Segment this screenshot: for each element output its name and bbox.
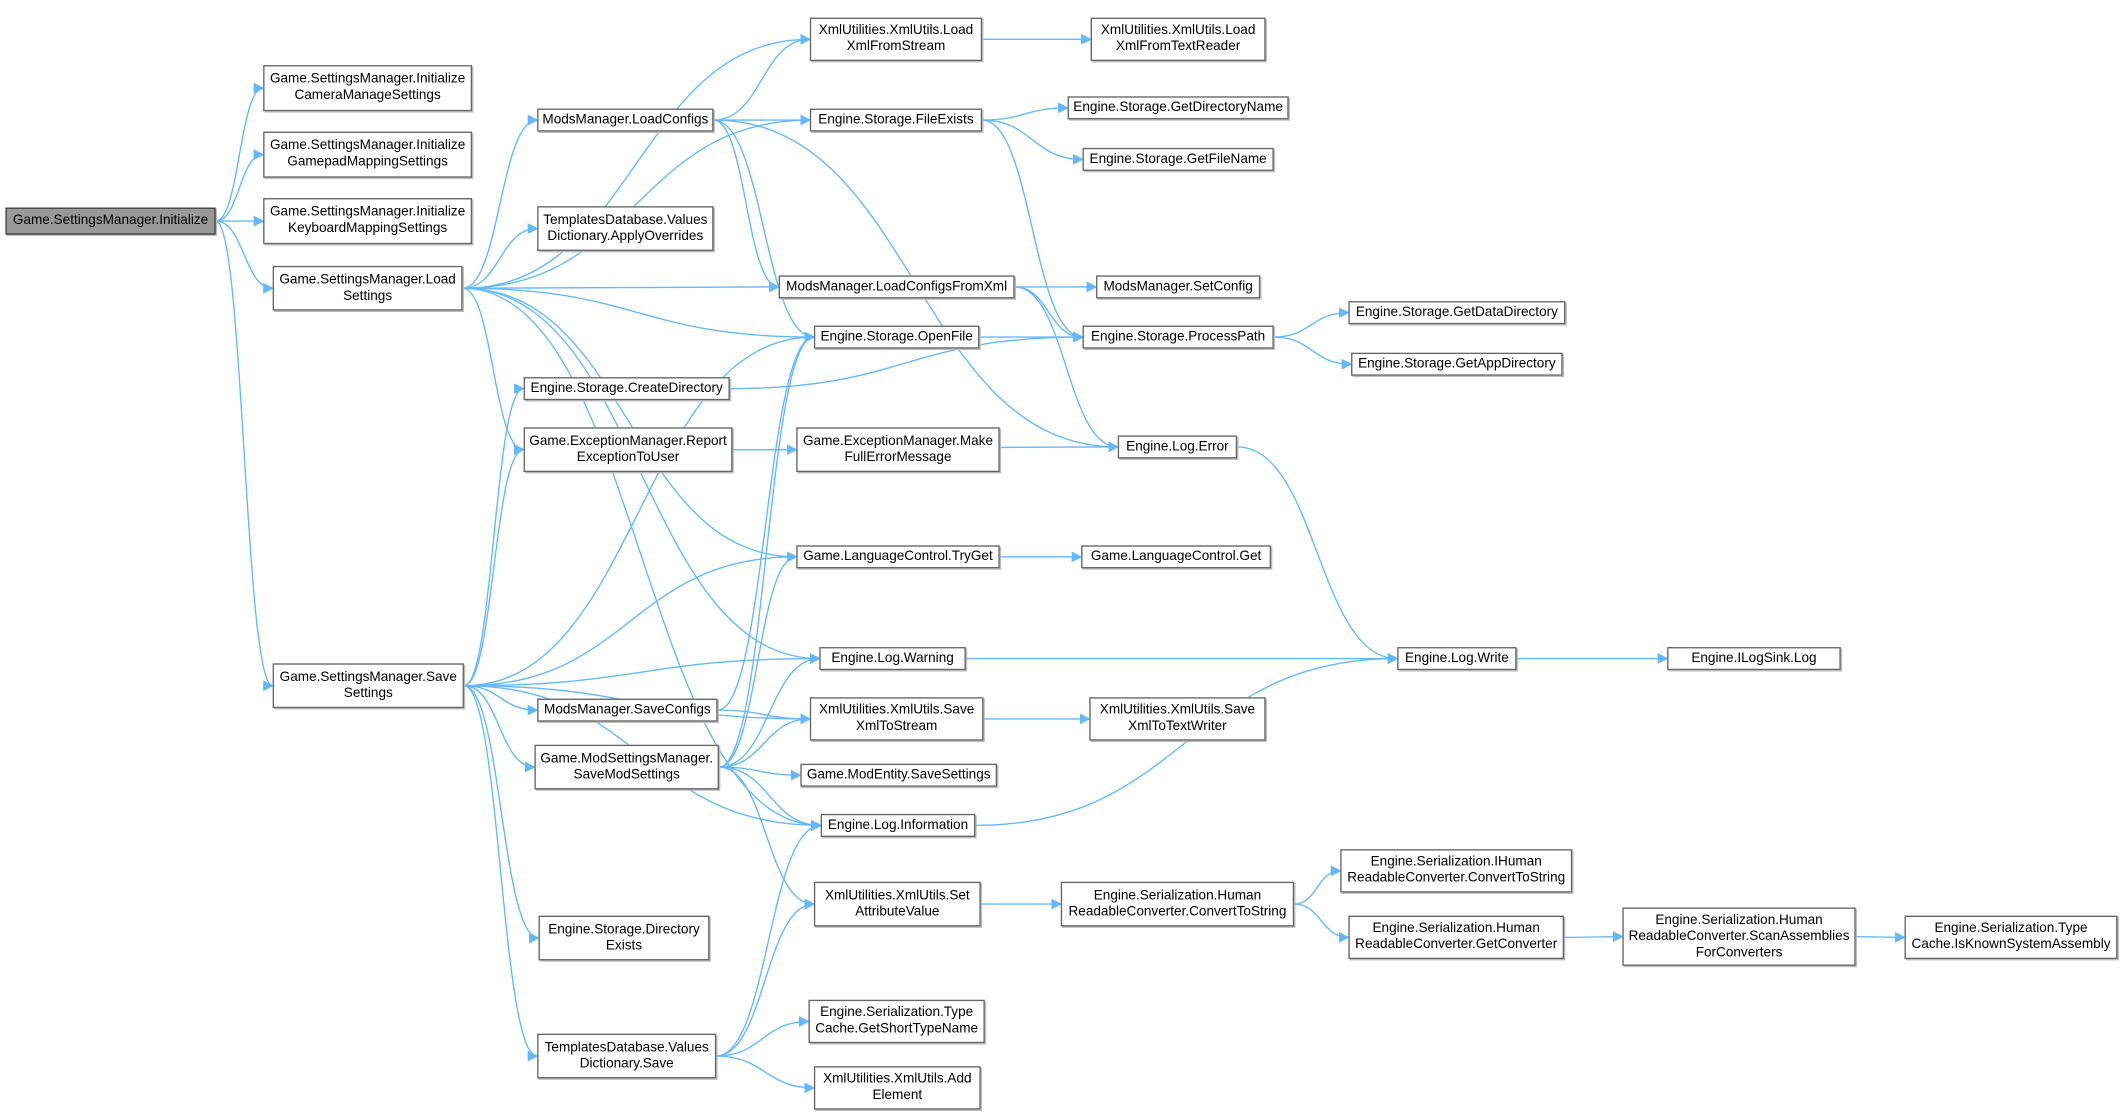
edge-logError-to-logWrite <box>1237 446 1399 664</box>
node-save-stream[interactable]: XmlUtilities.XmlUtils.Save XmlToStream <box>809 697 984 741</box>
edge-modSave-to-entitySave <box>718 766 802 781</box>
edge-save-to-report <box>463 444 525 687</box>
node-open-file[interactable]: Engine.Storage.OpenFile <box>813 325 980 349</box>
node-conv-to-string[interactable]: Engine.Serialization.Human ReadableConve… <box>1060 881 1295 927</box>
edge-saveCfg-to-saveStream <box>717 709 812 725</box>
edge-modSave-to-setAttr <box>718 766 816 910</box>
node-set-attr[interactable]: XmlUtilities.XmlUtils.Set AttributeValue <box>813 881 981 927</box>
edge-load-to-applyovr <box>462 223 539 289</box>
edge-load-to-report <box>462 287 525 456</box>
edge-load-to-loadCfgXml <box>462 281 780 293</box>
edge-modSave-to-tryGet <box>718 551 798 768</box>
edge-createDir-to-processPath <box>729 331 1084 390</box>
edge-fileExists-to-processPath <box>982 119 1084 343</box>
edge-loadcfg-to-xmlLoadStream <box>713 33 812 121</box>
edge-load-to-info <box>462 287 823 831</box>
edge-processPath-to-getDataDir <box>1273 307 1350 338</box>
edge-modSave-to-openFile <box>718 331 816 768</box>
node-try-get[interactable]: Game.LanguageControl.TryGet <box>796 545 1000 569</box>
node-short-type[interactable]: Engine.Serialization.Type Cache.GetShort… <box>808 999 985 1044</box>
edge-save-to-valSave <box>463 685 539 1062</box>
node-warning[interactable]: Engine.Log.Warning <box>819 647 966 671</box>
edge-valSave-to-setAttr <box>716 898 816 1057</box>
edge-save-to-dirExists <box>463 685 540 944</box>
edge-init-to-gamepad <box>215 149 265 222</box>
node-gamepad[interactable]: Game.SettingsManager.Initialize GamepadM… <box>263 131 473 178</box>
node-get-app-dir[interactable]: Engine.Storage.GetAppDirectory <box>1351 352 1563 376</box>
edge-load-to-warning <box>462 287 821 664</box>
node-entity-save[interactable]: Game.ModEntity.SaveSettings <box>800 763 998 787</box>
node-save[interactable]: Game.SettingsManager.Save Settings <box>272 663 464 709</box>
node-report[interactable]: Game.ExceptionManager.Report ExceptionTo… <box>523 427 733 473</box>
edge-convToString-to-getConv <box>1294 903 1350 943</box>
edge-fileExists-to-getFileName <box>982 119 1084 165</box>
node-info[interactable]: Engine.Log.Information <box>820 813 976 837</box>
node-init[interactable]: Game.SettingsManager.Initialize <box>5 207 216 235</box>
edge-save-to-modSave <box>463 685 536 773</box>
node-lc-get[interactable]: Game.LanguageControl.Get <box>1081 545 1272 569</box>
node-loadcfg[interactable]: ModsManager.LoadConfigs <box>537 108 714 132</box>
node-create-dir[interactable]: Engine.Storage.CreateDirectory <box>523 377 730 401</box>
edge-init-to-load <box>215 220 275 294</box>
node-get-dir-name[interactable]: Engine.Storage.GetDirectoryName <box>1067 96 1289 120</box>
node-cam[interactable]: Game.SettingsManager.Initialize CameraMa… <box>263 65 473 112</box>
edge-loadcfg-to-openFile <box>713 119 816 343</box>
edge-fileExists-to-getDirName <box>982 102 1069 121</box>
node-process-path[interactable]: Engine.Storage.ProcessPath <box>1082 325 1274 349</box>
node-xml-load-stream[interactable]: XmlUtilities.XmlUtils.Load XmlFromStream <box>809 17 983 62</box>
edge-valSave-to-addElem <box>716 1055 816 1094</box>
node-get-conv[interactable]: Engine.Serialization.Human ReadableConve… <box>1348 915 1565 960</box>
node-log-error[interactable]: Engine.Log.Error <box>1117 435 1238 459</box>
node-ilog[interactable]: Engine.ILogSink.Log <box>1667 647 1841 671</box>
node-load-cfg-xml[interactable]: ModsManager.LoadConfigsFromXml <box>778 275 1015 299</box>
edge-scanAsm-to-isKnown <box>1855 931 1906 943</box>
edge-info-to-logWrite <box>975 653 1399 827</box>
node-set-config[interactable]: ModsManager.SetConfig <box>1096 275 1261 299</box>
edge-load-to-fileExists <box>462 114 812 289</box>
edge-processPath-to-getAppDir <box>1273 336 1353 370</box>
node-make-full[interactable]: Game.ExceptionManager.Make FullErrorMess… <box>796 427 1000 473</box>
node-mod-save[interactable]: Game.ModSettingsManager. SaveModSettings <box>534 744 719 790</box>
edge-save-to-openFile <box>463 331 816 687</box>
node-file-exists[interactable]: Engine.Storage.FileExists <box>809 108 983 132</box>
edge-load-to-openFile <box>462 287 816 343</box>
edge-load-to-tryGet <box>462 287 798 563</box>
edge-load-to-xmlLoadStream <box>462 33 812 289</box>
edge-init-to-save <box>215 220 275 691</box>
edge-convToString-to-iHuman <box>1294 865 1342 905</box>
edge-saveCfg-to-openFile <box>717 331 816 711</box>
node-get-data-dir[interactable]: Engine.Storage.GetDataDirectory <box>1348 301 1566 325</box>
node-scan-asm[interactable]: Engine.Serialization.Human ReadableConve… <box>1622 907 1856 966</box>
node-xml-load-text[interactable]: XmlUtilities.XmlUtils.Load XmlFromTextRe… <box>1090 17 1266 62</box>
node-log-write[interactable]: Engine.Log.Write <box>1397 647 1517 671</box>
node-keyboard[interactable]: Game.SettingsManager.Initialize Keyboard… <box>263 198 473 245</box>
edge-save-to-createDir <box>463 383 525 687</box>
node-i-human[interactable]: Engine.Serialization.IHuman ReadableConv… <box>1340 849 1573 893</box>
edge-modSave-to-info <box>718 766 823 831</box>
edge-save-to-warning <box>463 653 821 687</box>
node-applyovr[interactable]: TemplatesDatabase.Values Dictionary.Appl… <box>537 206 714 251</box>
node-val-save[interactable]: TemplatesDatabase.Values Dictionary.Save <box>537 1033 717 1079</box>
edge-valSave-to-info <box>716 820 823 1057</box>
edge-init-to-cam <box>215 82 265 222</box>
edge-getConv-to-scanAsm <box>1564 931 1624 943</box>
node-save-cfg[interactable]: ModsManager.SaveConfigs <box>537 698 718 722</box>
node-dir-exists[interactable]: Engine.Storage.Directory Exists <box>538 915 710 961</box>
edge-loadCfgXml-to-logError <box>1014 286 1120 453</box>
node-get-file-name[interactable]: Engine.Storage.GetFileName <box>1082 147 1274 171</box>
node-save-text[interactable]: XmlUtilities.XmlUtils.Save XmlToTextWrit… <box>1089 697 1266 741</box>
edge-load-to-loadcfg <box>462 114 539 289</box>
edge-modSave-to-warning <box>718 653 821 768</box>
node-add-elem[interactable]: XmlUtilities.XmlUtils.Add Element <box>813 1066 981 1110</box>
edge-modSave-to-saveStream <box>718 713 812 768</box>
edge-loadcfg-to-loadCfgXml <box>713 119 780 293</box>
node-is-known[interactable]: Engine.Serialization.Type Cache.IsKnownS… <box>1904 915 2118 960</box>
edge-valSave-to-shortType <box>716 1016 810 1057</box>
node-load[interactable]: Game.SettingsManager.Load Settings <box>272 265 463 311</box>
edge-loadCfgXml-to-processPath <box>1014 286 1084 343</box>
edge-save-to-tryGet <box>463 551 798 687</box>
